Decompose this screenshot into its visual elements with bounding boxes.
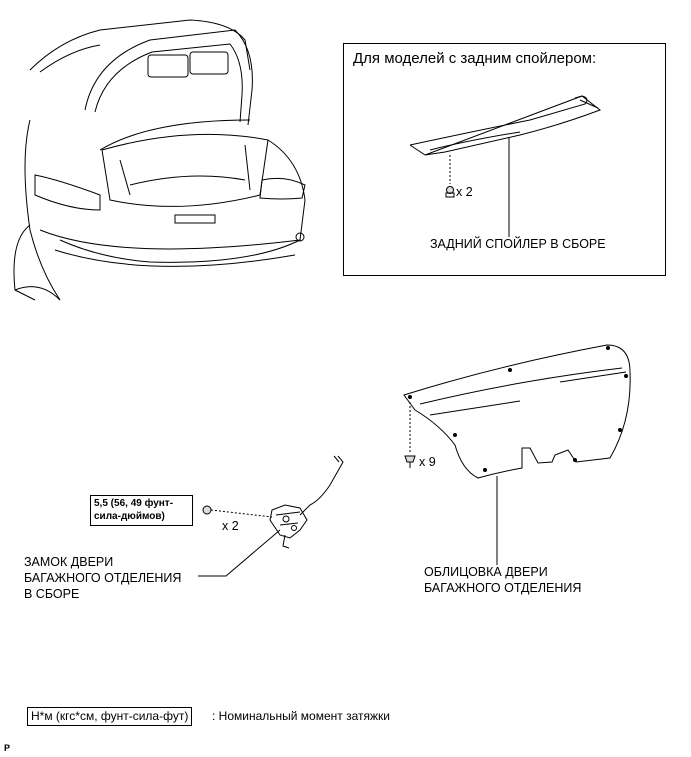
spoiler-label: ЗАДНИЙ СПОЙЛЕР В СБОРЕ — [430, 237, 606, 251]
lock-bolt-quantity: x 2 — [222, 519, 239, 533]
torque-spec-box: 5,5 (56, 49 фунт-сила-дюймов) — [90, 495, 193, 526]
trunk-trim-part — [403, 344, 631, 479]
lock-leader-line — [198, 529, 281, 577]
trim-label-line-1: ОБЛИЦОВКА ДВЕРИ — [424, 565, 548, 579]
trunk-lock-part — [269, 455, 344, 549]
lock-label-line-3: В СБОРЕ — [24, 587, 80, 601]
spoiler-models-inset — [343, 43, 666, 276]
lock-bolt-icon — [202, 505, 273, 518]
lock-label-line-2: БАГАЖНОГО ОТДЕЛЕНИЯ — [24, 571, 182, 585]
rear-spoiler-part — [409, 95, 602, 156]
spoiler-screw-quantity: x 2 — [456, 185, 473, 199]
spoiler-screw-icon — [445, 155, 455, 198]
legend-description: : Номинальный момент затяжки — [212, 709, 390, 723]
inset-title: Для моделей с задним спойлером: — [353, 50, 597, 67]
corner-mark: P — [4, 743, 11, 753]
car-rear-illustration — [13, 19, 306, 301]
trim-label-line-2: БАГАЖНОГО ОТДЕЛЕНИЯ — [424, 581, 582, 595]
lock-label-line-1: ЗАМОК ДВЕРИ — [24, 555, 114, 569]
legend-unit-box: Н*м (кгс*см, фунт-сила-фут) — [27, 707, 193, 726]
trim-clip-icon — [404, 402, 416, 468]
trim-clip-quantity: x 9 — [419, 455, 436, 469]
